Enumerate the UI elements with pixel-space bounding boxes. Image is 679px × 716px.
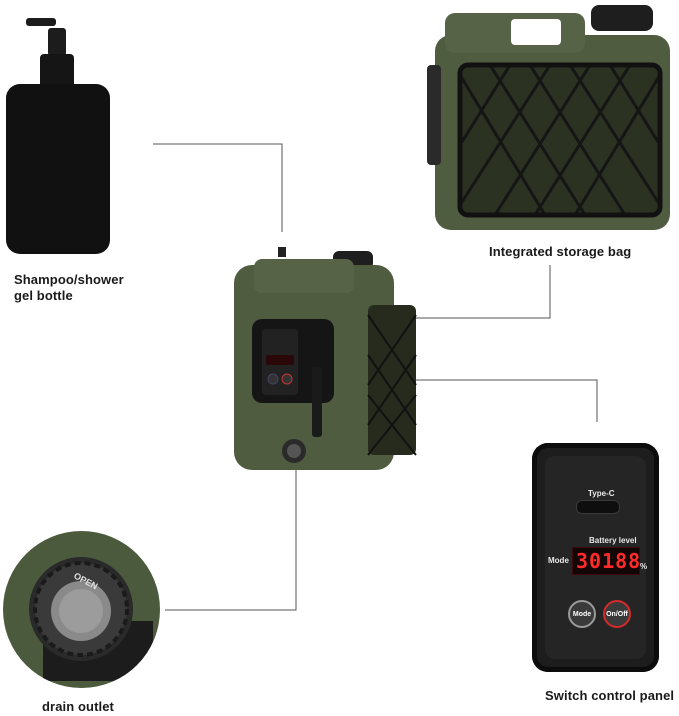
- bottle-pump: [48, 28, 66, 56]
- storage-bag-label: Integrated storage bag: [489, 244, 632, 259]
- bottle-neck: [40, 54, 74, 84]
- battery-digits: 30188: [576, 549, 642, 573]
- shampoo-bottle-image: [6, 84, 110, 254]
- battery-level-label: Battery level: [589, 536, 637, 545]
- drain-cap-graphic: [29, 557, 153, 681]
- shampoo-label-line2: gel bottle: [14, 288, 73, 303]
- storage-bag-tank-image: [427, 5, 670, 230]
- type-c-label: Type-C: [588, 489, 615, 498]
- percent-sign: %: [640, 562, 648, 571]
- type-c-port: [576, 500, 620, 514]
- drain-outlet-label: drain outlet: [42, 699, 114, 714]
- shampoo-label-line1: Shampoo/shower: [14, 272, 124, 287]
- shampoo-label: Shampoo/shower gel bottle: [14, 272, 124, 304]
- leader-line-drain: [165, 465, 297, 611]
- mode-text-label: Mode: [548, 556, 569, 565]
- battery-display: 30188: [572, 547, 640, 575]
- control-panel-label: Switch control panel: [545, 688, 675, 703]
- leader-line-bottle: [153, 143, 283, 232]
- bottle-pump-nozzle: [26, 18, 56, 26]
- drain-outlet-image: OPEN: [3, 531, 160, 688]
- mode-button[interactable]: Mode: [568, 600, 596, 628]
- central-tank-image: [234, 247, 417, 470]
- onoff-button[interactable]: On/Off: [603, 600, 631, 628]
- leader-line-storage: [416, 265, 551, 319]
